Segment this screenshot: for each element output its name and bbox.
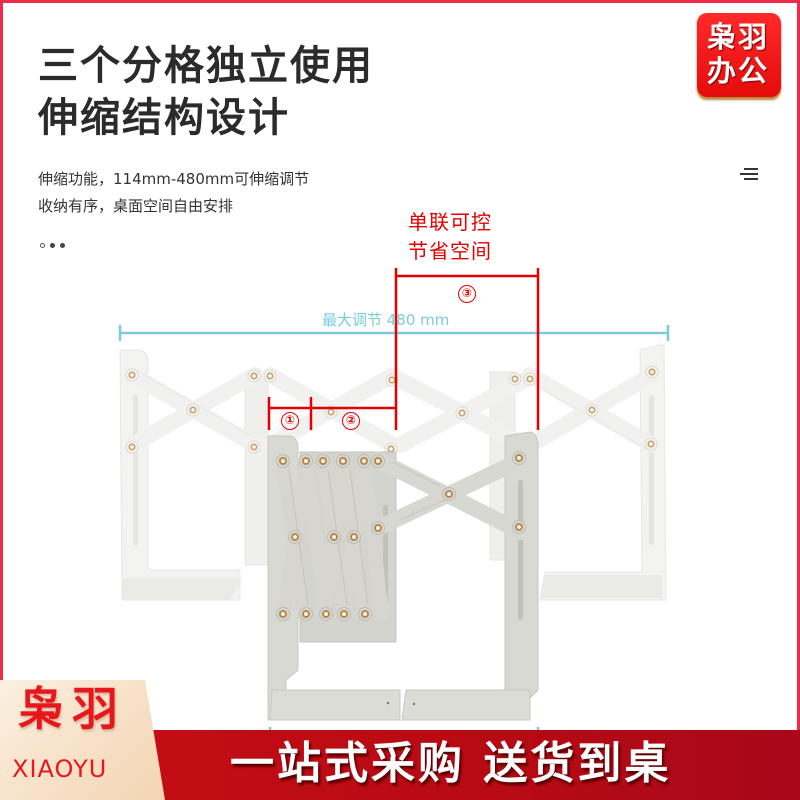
accent-border-top bbox=[0, 0, 800, 3]
page-title: 三个分格独立使用 伸缩结构设计 bbox=[38, 40, 374, 144]
expanded-bookend-ghost bbox=[119, 343, 667, 601]
menu-lines-icon[interactable] bbox=[740, 168, 758, 182]
max-adjust-label: 最大调节 480 mm bbox=[322, 311, 450, 329]
carousel-dot-2[interactable] bbox=[50, 243, 55, 248]
feature-description: 伸缩功能，114mm-480mm可伸缩调节 收纳有序，桌面空间自由安排 bbox=[38, 166, 309, 220]
accent-border-right bbox=[797, 0, 800, 730]
brand-logo-chinese: 枭羽 bbox=[18, 682, 126, 736]
callout-line-1: 单联可控 bbox=[408, 210, 492, 234]
segment-marker-2: ② bbox=[342, 412, 360, 430]
brand-badge: 枭羽 办公 bbox=[697, 13, 781, 97]
brand-badge-line-2: 办公 bbox=[707, 54, 770, 88]
carousel-indicator bbox=[40, 243, 65, 248]
segment-marker-1: ① bbox=[281, 412, 299, 430]
brand-logo-english: XIAOYU bbox=[12, 755, 108, 783]
brand-badge-line-1: 枭羽 bbox=[707, 20, 770, 54]
title-line-2: 伸缩结构设计 bbox=[38, 95, 290, 141]
title-line-1: 三个分格独立使用 bbox=[38, 43, 374, 89]
carousel-dot-1[interactable] bbox=[40, 243, 45, 248]
single-unit-callout: 单联可控 节省空间 bbox=[408, 208, 492, 266]
brand-logo-panel bbox=[0, 680, 165, 800]
carousel-dot-3[interactable] bbox=[60, 243, 65, 248]
max-length-dimension-line bbox=[118, 325, 670, 730]
callout-line-2: 节省空间 bbox=[408, 239, 492, 263]
slogan-text: 一站式采购 送货到桌 bbox=[230, 738, 672, 789]
accent-border-left bbox=[0, 0, 3, 730]
segment-marker-3: ③ bbox=[458, 285, 476, 303]
description-line-2: 收纳有序，桌面空间自由安排 bbox=[38, 197, 234, 215]
compressed-bookend bbox=[267, 431, 539, 721]
segment-callout-lines bbox=[267, 268, 540, 430]
description-line-1: 伸缩功能，114mm-480mm可伸缩调节 bbox=[38, 170, 310, 188]
bookend-product-image bbox=[118, 268, 670, 730]
